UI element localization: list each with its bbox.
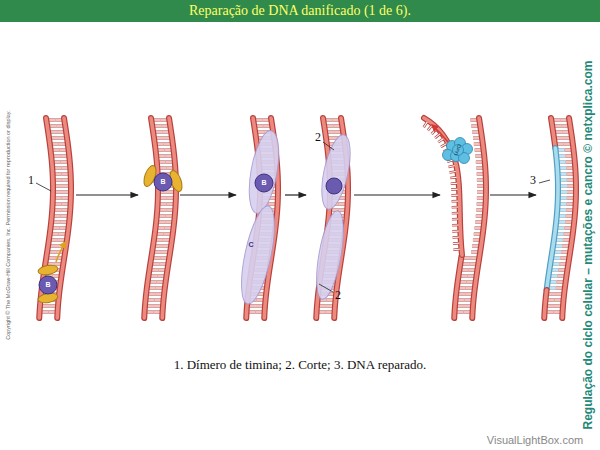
uvrc-protein <box>244 128 284 215</box>
callout-number: 2 <box>335 289 341 302</box>
leader-line <box>36 183 51 191</box>
page-title: Reparação de DNA danificado (1 de 6). <box>189 3 411 18</box>
step-arrow <box>285 194 306 195</box>
copyright-note: Copyright © The McGraw-Hill Companies, I… <box>5 110 11 339</box>
uvrb-protein <box>39 276 57 294</box>
uvrc-protein <box>316 132 355 211</box>
protein-label: B <box>160 178 165 186</box>
watermark: VisualLightBox.com <box>487 434 583 446</box>
dna-strand <box>144 118 176 318</box>
step-arrow <box>354 194 440 195</box>
protein-label: C <box>248 241 253 249</box>
uvrb-protein <box>154 173 172 191</box>
callout-number: 1 <box>28 174 34 187</box>
figure-caption: 1. Dímero de timina; 2. Corte; 3. DNA re… <box>174 358 427 372</box>
release-arrow <box>432 125 448 142</box>
uvrc-protein <box>235 203 281 306</box>
protein-label: B <box>45 281 50 289</box>
step-arrow <box>490 194 536 195</box>
callout-number: 2 <box>315 131 321 144</box>
movement-arrow <box>56 242 66 262</box>
uvrb-protein <box>326 178 342 194</box>
callout-number: 3 <box>530 174 536 187</box>
step-arrow <box>180 194 236 195</box>
leader-line <box>539 180 550 183</box>
uvrc-protein <box>311 209 348 301</box>
dna-strand <box>544 118 576 318</box>
protein-label: B <box>261 179 266 187</box>
uvra-protein <box>37 264 58 276</box>
dna-strand <box>39 118 71 318</box>
step-arrow <box>76 194 138 195</box>
uvrd-protein <box>453 145 464 156</box>
leader-line <box>319 284 333 292</box>
leader-line <box>323 142 334 150</box>
side-credit: Regulação do ciclo celular – mutações e … <box>582 61 595 430</box>
uvrb-protein <box>255 174 273 192</box>
